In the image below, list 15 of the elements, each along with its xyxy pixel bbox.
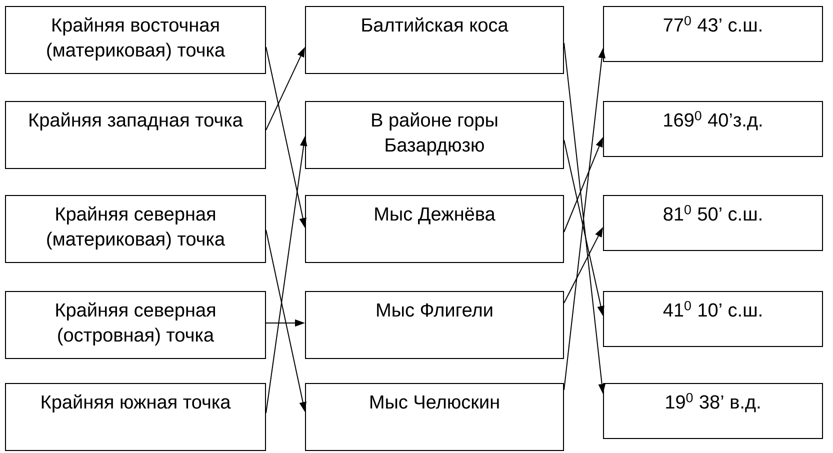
text-box: Крайняя северная (островная) точка	[5, 291, 266, 359]
text-box: 77$^{0}$ 43’ с.ш.	[603, 6, 823, 62]
text-box: Мыс Флигели	[305, 291, 564, 359]
text-box: 81$^{0}$ 50’ с.ш.	[603, 195, 823, 251]
text-box: Крайняя южная точка	[5, 383, 266, 451]
text-box: Крайняя западная точка	[5, 101, 266, 169]
text-box: Мыс Дежнёва	[305, 195, 564, 263]
text-box: Крайняя восточная (материковая) точка	[5, 6, 266, 74]
text-box: 169$^{0}$ 40’з.д.	[603, 101, 823, 157]
text-box: 19$^{0}$ 38’ в.д.	[603, 383, 823, 439]
text-box: Балтийская коса	[305, 6, 564, 74]
text-box: 41$^{0}$ 10’ с.ш.	[603, 291, 823, 347]
text-box: Крайняя северная (материковая) точка	[5, 195, 266, 263]
text-box: В районе горы Базардюзю	[305, 101, 564, 169]
text-box: Мыс Челюскин	[305, 383, 564, 451]
